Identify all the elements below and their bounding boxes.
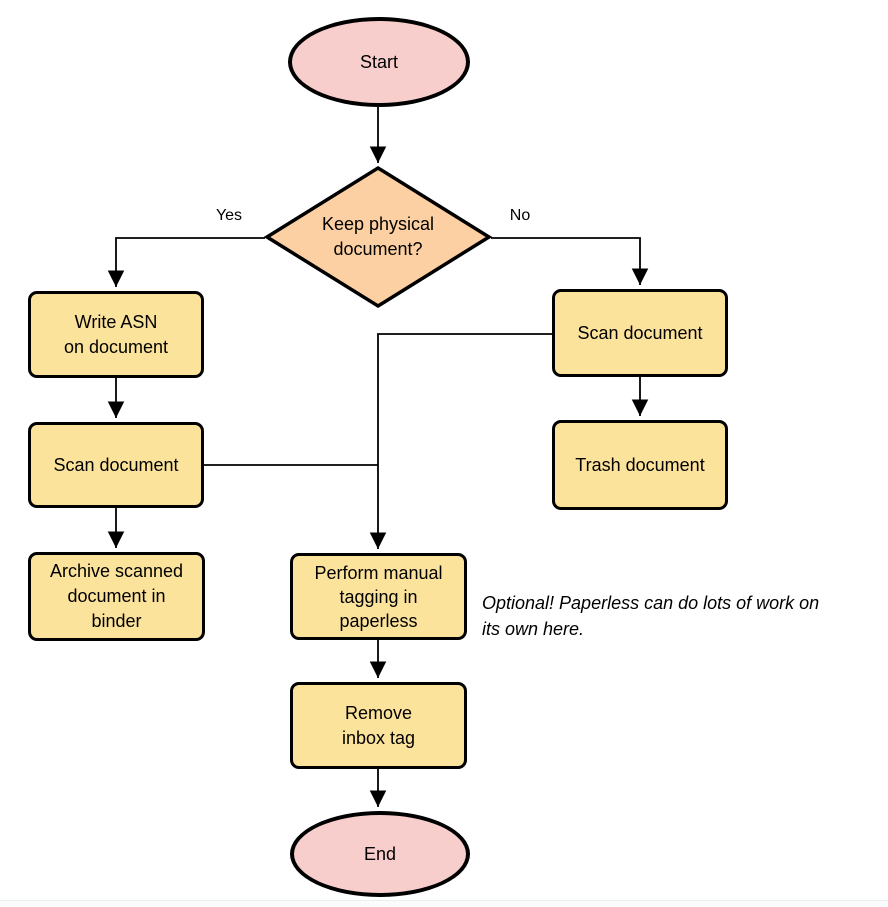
- node-label-line: Trash document: [575, 454, 705, 475]
- decision-keep-physical-document: Keep physical document?: [288, 192, 468, 282]
- note-line: its own here.: [482, 619, 585, 639]
- node-label-line: paperless: [339, 610, 418, 631]
- edge-label-no: No: [509, 207, 531, 224]
- note-line: Optional! Paperless can do lots of work …: [482, 593, 820, 613]
- process-manual-tagging: Perform manual tagging in paperless: [290, 553, 467, 640]
- node-label: End: [363, 843, 397, 864]
- node-label-line: Remove: [344, 702, 413, 723]
- node-label-line: Archive scanned: [49, 561, 184, 581]
- process-scan-document-left: Scan document: [28, 422, 204, 508]
- process-write-asn-on-document: Write ASN on document: [28, 291, 204, 378]
- edge-label-yes: Yes: [215, 207, 243, 224]
- edge-scan-right-to-tagging: [369, 333, 552, 549]
- node-label-line: tagging in: [339, 586, 418, 607]
- edge-decision-yes-to-write-asn: [107, 237, 265, 287]
- node-label-line: on document: [63, 336, 169, 357]
- process-scan-document-right: Scan document: [552, 289, 728, 377]
- edge-decision-no-to-scan-right: [491, 237, 649, 285]
- node-label-line: document in: [67, 586, 166, 606]
- terminator-start: Start: [288, 17, 470, 107]
- node-label-line: Scan document: [577, 322, 703, 343]
- optional-note: Optional! Paperless can do lots of work …: [482, 590, 888, 642]
- process-archive-scanned-document: Archive scanned document in binder: [28, 552, 205, 641]
- node-label-line: Scan document: [53, 454, 179, 475]
- process-trash-document: Trash document: [552, 420, 728, 510]
- bottom-edge-strip: [0, 900, 888, 907]
- node-label-line: document?: [333, 239, 423, 259]
- process-remove-inbox-tag: Remove inbox tag: [290, 682, 467, 769]
- decision-diamond-shape: [263, 165, 493, 309]
- node-label-line: Write ASN: [74, 311, 158, 332]
- terminator-end: End: [290, 811, 470, 897]
- node-label-line: Perform manual: [314, 562, 443, 583]
- node-label-line: inbox tag: [341, 727, 416, 748]
- node-label-line: Keep physical: [321, 214, 435, 234]
- node-label: Start: [359, 51, 398, 72]
- node-label-line: binder: [91, 611, 142, 631]
